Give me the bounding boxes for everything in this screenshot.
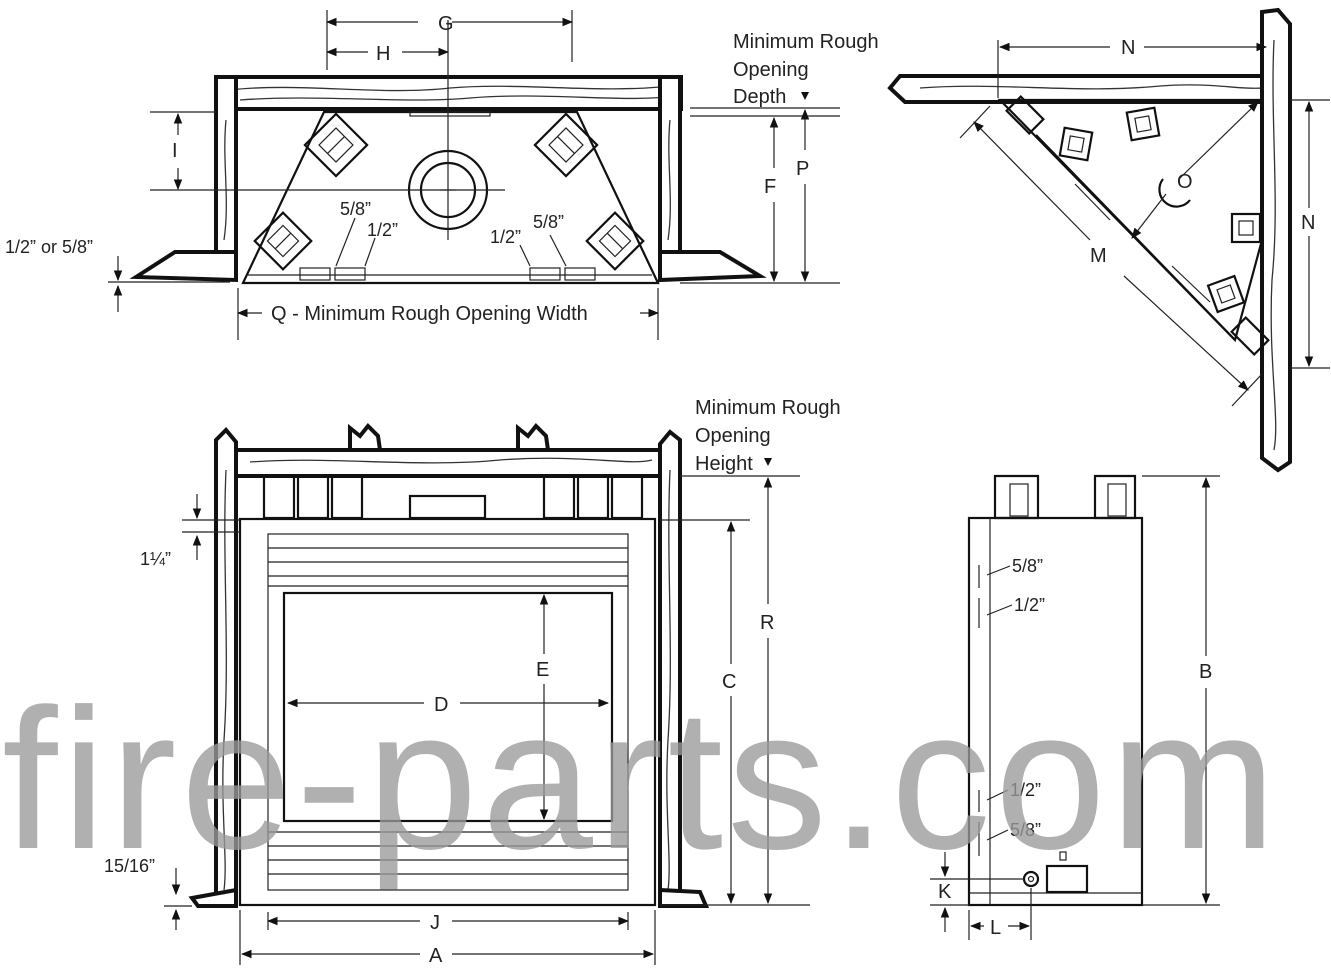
watermark: fire-parts.com: [2, 668, 1280, 891]
side-frac-58-top: 5/8”: [1012, 556, 1043, 576]
side-frac-58-bottom: 5/8”: [1010, 820, 1041, 840]
gap-left-label: 1/2” or 5/8”: [5, 237, 93, 257]
dim-r-label: R: [760, 612, 774, 634]
min-rough-depth-line3: Depth: [733, 86, 786, 108]
dim-a-label: A: [429, 945, 443, 967]
dim-p-label: P: [796, 158, 809, 180]
bottom-gap-label: 15/16”: [104, 856, 155, 876]
top-view: [108, 10, 840, 340]
dim-i-label: I: [172, 140, 178, 162]
min-rough-height-line2: Opening: [695, 425, 771, 447]
top-gap-label: 1¼”: [140, 549, 171, 569]
min-rough-depth-line1: Minimum Rough: [733, 31, 879, 53]
dim-j-label: J: [430, 912, 440, 934]
front-view: [164, 423, 810, 965]
corner-dim-m: M: [1090, 245, 1107, 267]
dim-d-label: D: [434, 694, 448, 716]
min-rough-height-line1: Minimum Rough: [695, 397, 841, 419]
min-rough-height-line3: Height: [695, 453, 753, 475]
corner-view: [887, 7, 1330, 473]
dim-k-label: K: [938, 881, 952, 903]
corner-dim-o: O: [1177, 171, 1193, 193]
frac-12-right: 1/2”: [490, 227, 521, 247]
dim-f-label: F: [764, 176, 776, 198]
dim-h-label: H: [376, 43, 390, 65]
frac-12-left: 1/2”: [367, 220, 398, 240]
dim-l-label: L: [990, 917, 1001, 939]
dim-b-label: B: [1199, 661, 1212, 683]
dim-c-label: C: [722, 671, 736, 693]
side-frac-12-top: 1/2”: [1014, 595, 1045, 615]
min-rough-depth-line2: Opening: [733, 59, 809, 81]
dim-e-label: E: [536, 659, 549, 681]
corner-dim-n-top: N: [1121, 37, 1135, 59]
side-frac-12-bottom: 1/2”: [1010, 780, 1041, 800]
frac-58-right: 5/8”: [533, 212, 564, 232]
frac-58-left: 5/8”: [340, 199, 371, 219]
dim-g-label: G: [438, 13, 454, 35]
corner-dim-n-side: N: [1301, 212, 1315, 234]
side-view: [930, 474, 1220, 940]
q-label: Q - Minimum Rough Opening Width: [271, 303, 588, 325]
